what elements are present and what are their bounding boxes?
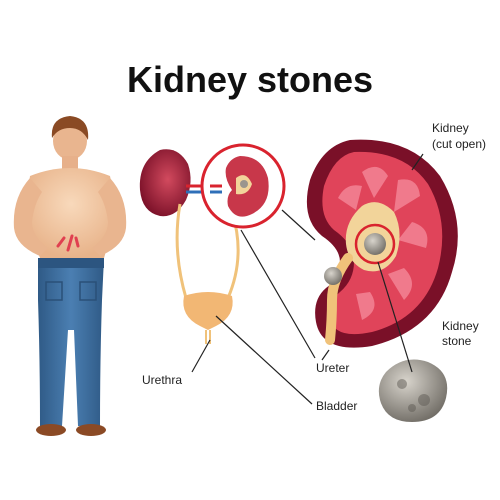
leader-lines	[191, 153, 424, 405]
left-shoe	[36, 424, 66, 436]
small-stone	[240, 180, 248, 188]
left-ureter	[175, 203, 188, 299]
diagram-title: Kidney stones	[127, 59, 373, 100]
label-kidney-cut-open-2: (cut open)	[432, 137, 486, 151]
pain-mark-icon	[56, 234, 80, 252]
label-kidney-stone-1: Kidney	[442, 319, 479, 333]
torso	[26, 168, 116, 258]
left-kidney	[139, 149, 191, 217]
back-pockets	[45, 281, 97, 301]
neck	[62, 156, 78, 170]
person-figure	[13, 116, 127, 436]
pyramid-2	[394, 179, 420, 212]
hair	[51, 116, 89, 140]
kidney-stone-ureter	[324, 267, 342, 285]
left-arm	[13, 178, 48, 256]
pyramid-1	[362, 166, 388, 198]
pyramid-4	[388, 268, 412, 300]
right-arm	[92, 178, 127, 256]
right-shoe	[76, 424, 106, 436]
label-kidney-cut-open-1: Kidney	[432, 121, 469, 135]
jeans	[38, 258, 104, 426]
kidney-stone-inside	[364, 233, 386, 255]
label-kidney-stone-2: stone	[442, 334, 472, 348]
pyramid-3	[398, 222, 428, 248]
label-urethra: Urethra	[142, 373, 182, 387]
stone-highlight-ring	[354, 223, 396, 265]
pyramid-5	[356, 292, 375, 320]
head	[53, 122, 87, 160]
callout-circle	[200, 143, 286, 229]
pyramid-6	[338, 185, 362, 210]
label-bladder: Bladder	[316, 399, 357, 413]
enlarged-kidney-stone	[378, 359, 448, 422]
label-ureter: Ureter	[316, 361, 349, 375]
urethra-shape	[205, 330, 211, 344]
large-kidney-cutaway	[306, 139, 458, 348]
waistband	[38, 258, 104, 268]
